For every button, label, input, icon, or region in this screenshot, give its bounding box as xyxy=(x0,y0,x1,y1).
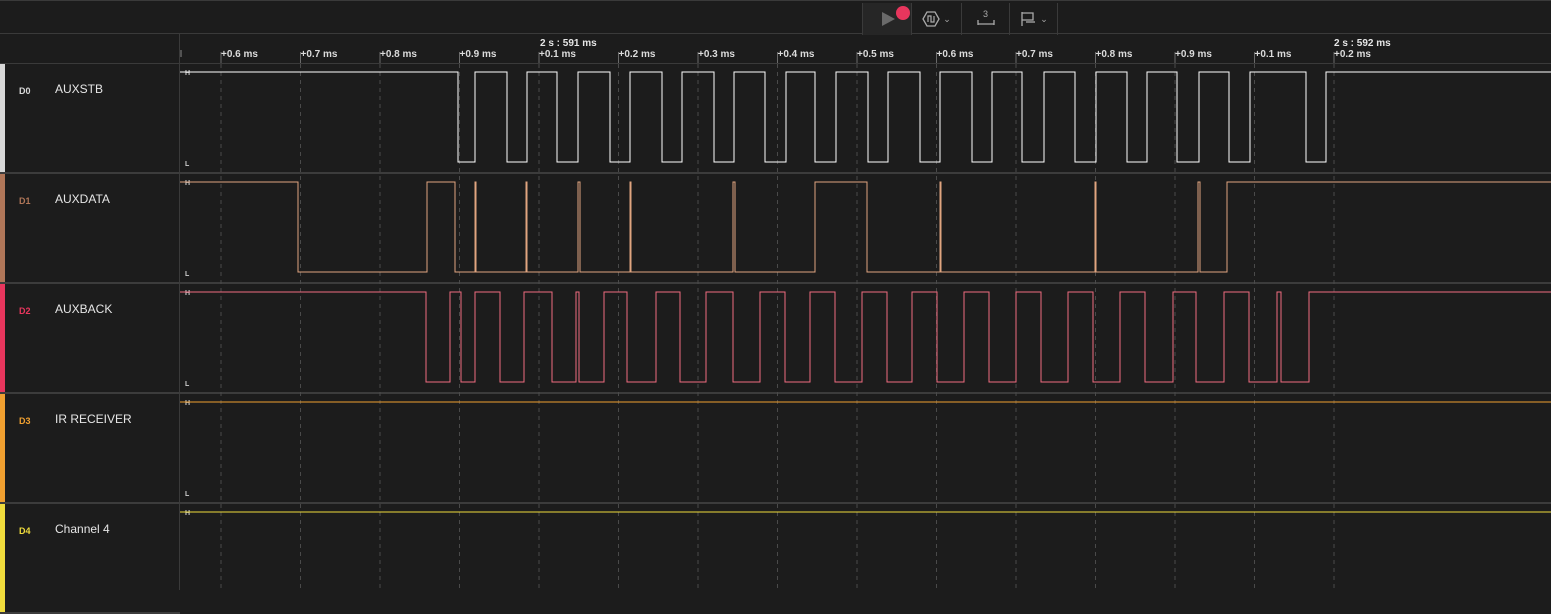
ruler-tick-label: +0.6 ms xyxy=(937,49,974,60)
channel-id: D3 xyxy=(19,416,31,426)
ruler-tick-label: +0.3 ms xyxy=(698,49,735,60)
ruler-tick-label: +0.9 ms xyxy=(1175,49,1212,60)
ruler-tick-label: +0.2 ms xyxy=(619,49,656,60)
channel-color-bar xyxy=(0,64,5,172)
channel-row-d0[interactable]: D0 AUXSTB xyxy=(0,64,180,174)
ruler-tick-label: +0.7 ms xyxy=(1016,49,1053,60)
channel-color-bar xyxy=(0,394,5,502)
marker-button[interactable]: ⌄ xyxy=(1010,3,1058,35)
channel-row-d1[interactable]: D1 AUXDATA xyxy=(0,174,180,284)
measure-icon: 3 xyxy=(976,9,995,25)
trigger-icon xyxy=(922,11,940,27)
channel-id: D0 xyxy=(19,86,31,96)
capture-toolbar: ⌄ 3 ⌄ xyxy=(862,3,1058,35)
level-high-label: H xyxy=(185,70,190,77)
ruler-tick-label: +0.8 ms xyxy=(1096,49,1133,60)
chevron-down-icon: ⌄ xyxy=(943,13,951,24)
ruler-tick-label: +0.1 ms xyxy=(539,49,576,60)
ruler-tick-label: +0.6 ms xyxy=(221,49,258,60)
channel-name[interactable]: AUXSTB xyxy=(55,82,104,96)
ruler-tick-label: +0.7 ms xyxy=(301,49,338,60)
channel-label-column xyxy=(0,34,180,590)
channel-color-bar xyxy=(0,504,5,612)
channel-color-bar xyxy=(0,174,5,282)
channel-row-d2[interactable]: D2 AUXBACK xyxy=(0,284,180,394)
waveform-d2 xyxy=(180,291,1551,383)
trigger-button[interactable]: ⌄ xyxy=(912,3,962,35)
channel-name[interactable]: AUXDATA xyxy=(55,192,110,206)
ruler-time-anchor: 2 s : 592 ms xyxy=(1334,38,1391,49)
channel-name[interactable]: IR RECEIVER xyxy=(55,412,132,426)
level-low-label: L xyxy=(185,161,190,168)
channel-id: D1 xyxy=(19,196,31,206)
chevron-down-icon: ⌄ xyxy=(1040,13,1048,24)
ruler-header-spacer xyxy=(0,34,180,64)
level-low-label: L xyxy=(185,271,190,278)
channel-id: D4 xyxy=(19,526,31,536)
ruler-tick-label: +0.8 ms xyxy=(380,49,417,60)
level-high-label: H xyxy=(185,510,190,517)
count-text: 3 xyxy=(983,9,988,19)
ruler-tick-label: +0.1 ms xyxy=(1255,49,1292,60)
ruler-tick-label: +0.2 ms xyxy=(1334,49,1371,60)
top-toolbar-bar: ⌄ 3 ⌄ xyxy=(0,0,1551,35)
level-high-label: H xyxy=(185,400,190,407)
ruler-tick-label: +0.5 ms xyxy=(857,49,894,60)
measurement-count-button[interactable]: 3 xyxy=(962,3,1010,35)
channel-id: D2 xyxy=(19,306,31,316)
channel-name[interactable]: Channel 4 xyxy=(55,522,110,536)
waveform-area[interactable]: +0.6 ms +0.7 ms +0.8 ms +0.9 ms +0.1 ms +0.2 … xyxy=(0,0,1551,590)
ruler-time-anchor: 2 s : 591 ms xyxy=(540,38,597,49)
level-low-label: L xyxy=(185,491,190,498)
level-high-label: H xyxy=(185,180,190,187)
level-high-label: H xyxy=(185,290,190,297)
ruler-tick-label: +0.9 ms xyxy=(460,49,497,60)
ruler-tick-label: +0.4 ms xyxy=(778,49,815,60)
start-capture-button[interactable] xyxy=(862,3,912,35)
marker-icon xyxy=(1021,12,1036,26)
level-low-label: L xyxy=(185,381,190,388)
channel-color-bar xyxy=(0,284,5,392)
channel-row-d3[interactable]: D3 IR RECEIVER xyxy=(0,394,180,504)
waveform-d0 xyxy=(180,71,1551,163)
waveform-d1 xyxy=(180,181,1551,273)
play-icon xyxy=(882,12,895,26)
recording-indicator xyxy=(896,6,910,20)
channel-name[interactable]: AUXBACK xyxy=(55,302,113,316)
